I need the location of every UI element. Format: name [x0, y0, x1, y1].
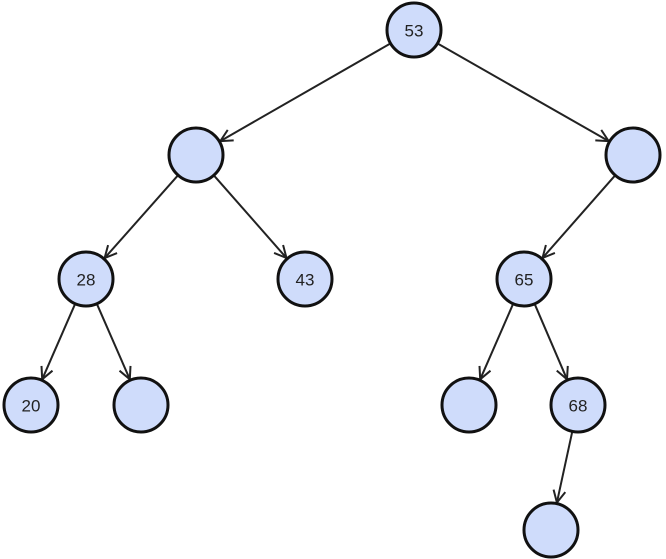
tree-node: 53	[385, 1, 443, 59]
edge-nR-n65	[543, 174, 616, 258]
edge-n53-nR	[436, 42, 608, 141]
node-label: 28	[77, 271, 96, 290]
edges	[42, 42, 616, 502]
node-circle	[440, 376, 498, 434]
node-label: 65	[515, 271, 534, 290]
edge-n68-nE3	[557, 431, 574, 502]
tree-node	[112, 376, 170, 434]
tree-node	[522, 501, 580, 559]
node-circle	[276, 250, 334, 308]
tree-node: 43	[276, 250, 334, 308]
node-circle	[549, 376, 607, 434]
tree-node: 28	[57, 250, 115, 308]
node-circle	[167, 126, 225, 184]
tree-node	[604, 126, 662, 184]
node-circle	[495, 250, 553, 308]
node-label: 53	[405, 22, 424, 41]
node-label: 68	[569, 397, 588, 416]
tree-node: 20	[2, 376, 60, 434]
node-circle	[57, 250, 115, 308]
tree-node: 65	[495, 250, 553, 308]
node-circle	[522, 501, 580, 559]
edge-n53-nL	[220, 42, 392, 141]
edge-nL-n28	[105, 174, 179, 258]
edge-n28-nE1	[95, 303, 130, 380]
tree-node	[167, 126, 225, 184]
edge-n28-n20	[42, 303, 77, 380]
node-label: 43	[296, 271, 315, 290]
tree-node: 68	[549, 376, 607, 434]
edge-n65-nE2	[480, 303, 515, 380]
node-circle	[604, 126, 662, 184]
node-label: 20	[22, 397, 41, 416]
node-circle	[112, 376, 170, 434]
edge-n65-n68	[533, 303, 567, 380]
node-circle	[2, 376, 60, 434]
node-circle	[385, 1, 443, 59]
tree-node	[440, 376, 498, 434]
edge-nL-n43	[213, 174, 287, 258]
